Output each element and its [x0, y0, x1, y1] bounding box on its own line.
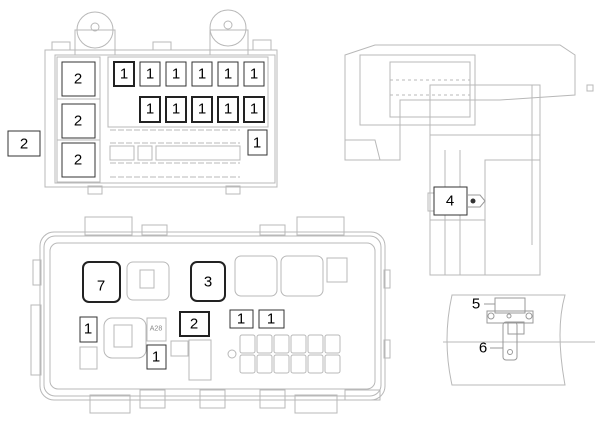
svg-text:1: 1 [224, 101, 232, 118]
fuse-1-bottom: 1 [146, 344, 167, 370]
fuse-side: 1 [247, 129, 268, 156]
mini-fuse-slot [290, 354, 307, 374]
svg-text:1: 1 [120, 66, 128, 83]
svg-text:2: 2 [74, 71, 82, 88]
fuse-row-2: 1 1 1 1 1 [139, 96, 265, 123]
mini-fuse-slot [324, 334, 341, 354]
relay-7: 7 [82, 261, 121, 303]
relay-2: 2 [179, 311, 210, 337]
mini-fuse-slot [307, 334, 324, 354]
upper-fuse-box [44, 9, 278, 195]
svg-text:2: 2 [20, 136, 28, 153]
svg-text:1: 1 [172, 101, 180, 118]
fuse-row-1: 1 1 1 1 1 1 [113, 61, 265, 87]
fuse-label: 1 [165, 96, 187, 123]
module-4: 4 [427, 186, 486, 216]
mini-fuse-slot [307, 354, 324, 374]
svg-text:1: 1 [237, 311, 245, 328]
left-relay-1: 2 [61, 61, 96, 97]
svg-text:1: 1 [253, 135, 261, 152]
mini-fuse-slot [273, 334, 290, 354]
lower-fuse-box [30, 216, 391, 414]
fuse-1-left: 1 [79, 316, 98, 343]
svg-text:3: 3 [204, 274, 212, 291]
svg-text:1: 1 [198, 101, 206, 118]
svg-text:1: 1 [250, 66, 258, 83]
left-relay-3: 2 [61, 142, 96, 178]
mini-fuse-slot [290, 334, 307, 354]
fuse-label: 1 [243, 96, 265, 123]
fuse-grid [239, 334, 341, 374]
mini-fuse-slot [324, 354, 341, 374]
fuse-label: 1 [113, 61, 135, 87]
fuse-label: 1 [243, 61, 265, 87]
svg-text:1: 1 [146, 101, 154, 118]
mini-fuse-slot [256, 354, 273, 374]
fuse-label: 1 [191, 61, 213, 87]
relay-a28: A28 [146, 317, 167, 342]
svg-text:1: 1 [84, 321, 92, 338]
fuse-label: 1 [217, 96, 239, 123]
fuse-label: 1 [217, 61, 239, 87]
callout-6: 6 [479, 340, 487, 357]
relay-3: 3 [190, 261, 226, 302]
svg-text:2: 2 [190, 316, 198, 333]
left-relay-2: 2 [61, 103, 96, 139]
mini-fuse-slot [273, 354, 290, 374]
svg-text:1: 1 [198, 66, 206, 83]
svg-text:1: 1 [224, 66, 232, 83]
bolt-icon [470, 198, 476, 204]
svg-text:1: 1 [172, 66, 180, 83]
svg-text:2: 2 [74, 152, 82, 169]
svg-text:1: 1 [152, 349, 160, 366]
fuse-1a: 1 [229, 309, 254, 329]
mini-fuse-slot [239, 354, 256, 374]
svg-text:1: 1 [267, 311, 275, 328]
fuse-1b: 1 [258, 309, 285, 329]
mini-fuse-slot [256, 334, 273, 354]
outside-relay-2: 2 [7, 130, 41, 157]
mini-fuse-slot [239, 334, 256, 354]
svg-text:2: 2 [74, 113, 82, 130]
fuse-label: 1 [139, 61, 161, 87]
detail-view [443, 294, 595, 386]
svg-text:A28: A28 [150, 326, 163, 333]
svg-text:4: 4 [446, 193, 454, 210]
svg-text:1: 1 [250, 101, 258, 118]
fuse-label: 1 [191, 96, 213, 123]
svg-text:1: 1 [146, 66, 154, 83]
fuse-label: 1 [139, 96, 161, 123]
vehicle-mount-view [344, 44, 594, 276]
svg-text:7: 7 [97, 278, 105, 295]
callout-5: 5 [472, 296, 480, 313]
fuse-label: 1 [165, 61, 187, 87]
